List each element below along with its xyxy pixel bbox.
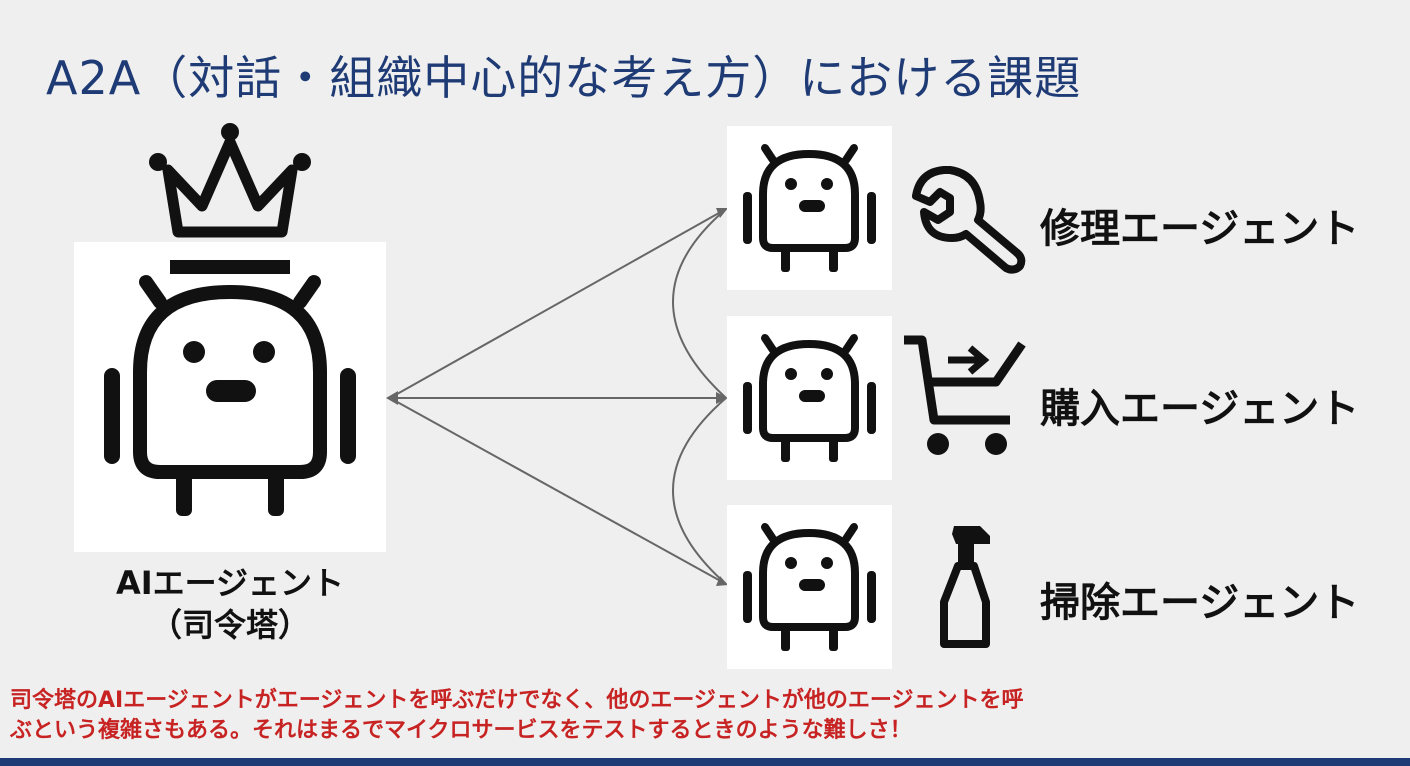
repair-agent-label: 修理エージェント: [1040, 206, 1360, 252]
wrench-icon: [912, 166, 1026, 274]
shopping-cart-icon: [904, 335, 1026, 455]
cleaning-agent-panel: [727, 505, 892, 669]
arrow-to-repair: [389, 208, 727, 399]
purchase-agent-panel: [727, 316, 892, 480]
commander-panel: [74, 242, 386, 552]
arrow-to-cleaning: [389, 397, 727, 585]
robot-icon: [743, 523, 876, 651]
commander-name: AIエージェント: [115, 564, 345, 602]
caption-line-2: ぶという複雑さもある。それはまるでマイクロサービスをテストするときのような難しさ…: [10, 718, 912, 743]
commander-role: （司令塔）: [149, 606, 310, 644]
cleaning-agent-label: 掃除エージェント: [1040, 580, 1360, 626]
bottom-bar: [0, 758, 1410, 766]
spray-bottle-icon: [940, 526, 990, 648]
caption: 司令塔のAIエージェントがエージェントを呼ぶだけでなく、他のエージェントが他のエ…: [10, 686, 1400, 746]
curve-purchase-cleaning: [672, 397, 727, 585]
purchase-agent-label: 購入エージェント: [1040, 386, 1360, 432]
page-title: A2A（対話・組織中心的な考え方）における課題: [46, 51, 1082, 105]
crown-icon: [149, 123, 311, 238]
curve-repair-purchase: [672, 208, 727, 399]
robot-icon: [104, 260, 356, 516]
repair-agent-panel: [727, 126, 892, 290]
caption-line-1: 司令塔のAIエージェントがエージェントを呼ぶだけでなく、他のエージェントが他のエ…: [10, 688, 1024, 713]
robot-icon: [743, 334, 876, 462]
robot-icon: [743, 144, 876, 272]
